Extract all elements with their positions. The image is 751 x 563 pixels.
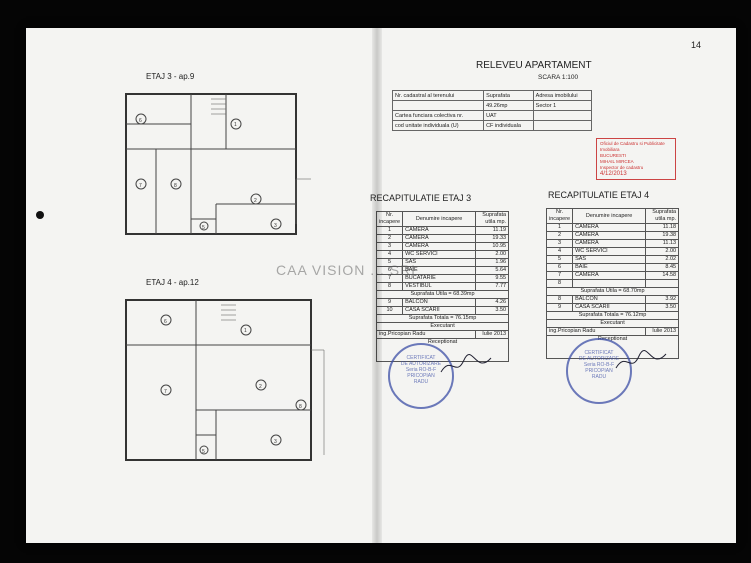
recap3-table: Nr. incapere Denumire incapere Suprafata… xyxy=(375,211,510,362)
red-stamp: Oficiul de Cadastru si Publicitate Imobi… xyxy=(596,138,676,180)
table-row: 8 xyxy=(545,279,680,288)
authorization-stamp-right: CERTIFICAT DE AUTORIZARE Seria RO-B-F PR… xyxy=(566,338,632,404)
recap3-total-util: Suprafata Utila = 68.39mp xyxy=(375,290,510,299)
svg-text:3: 3 xyxy=(274,439,277,445)
cadastral-label: Nr. cadastral al terenului xyxy=(391,90,485,101)
recap3-executant: Executant xyxy=(375,322,510,331)
floor-plan-etaj4: 1 2 3 7 6 5 8 xyxy=(125,299,325,461)
document-title: RELEVEU APARTAMENT xyxy=(476,60,592,71)
uat-label: UAT xyxy=(483,110,534,121)
svg-text:5: 5 xyxy=(202,449,205,455)
recap4-date: Iulie 2013 xyxy=(645,327,680,336)
svg-text:3: 3 xyxy=(274,223,277,229)
svg-text:8: 8 xyxy=(299,404,302,410)
svg-text:1: 1 xyxy=(244,328,247,334)
svg-text:6: 6 xyxy=(164,319,167,325)
svg-text:2: 2 xyxy=(254,198,257,204)
svg-text:7: 7 xyxy=(164,389,167,395)
cod-label: cod unitate individuala (U) xyxy=(391,120,485,131)
recap3-date: Iulie 2013 xyxy=(475,330,510,339)
recap3-title: RECAPITULATIE ETAJ 3 xyxy=(370,193,472,203)
svg-text:2: 2 xyxy=(259,384,262,390)
suprafata-label: Suprafata xyxy=(483,90,534,101)
recap4-executant: Executant xyxy=(545,319,680,328)
carte-label: Cartea funciara colectiva nr. xyxy=(391,110,485,121)
recap3-total: Suprafata Totala = 76.15mp xyxy=(375,314,510,323)
cf-label: CF individuala xyxy=(483,120,534,131)
suprafata-value: 49.26mp xyxy=(483,100,534,111)
page-number: 14 xyxy=(691,40,702,50)
red-stamp-date: 4/12/2013 xyxy=(600,171,627,177)
sector-label: Sector 1 xyxy=(532,100,593,111)
punch-hole xyxy=(36,211,44,219)
svg-text:5: 5 xyxy=(202,225,205,231)
signature-right xyxy=(615,349,667,369)
recap4-table: Nr. incapere Denumire incapere Suprafata… xyxy=(545,208,680,359)
floor-plan-etaj3: 1 2 3 7 8 6 5 xyxy=(125,93,311,235)
authorization-stamp-left: CERTIFICAT DE AUTORIZARE Seria RO-B-F PR… xyxy=(388,343,454,409)
recap4-total-util: Suprafata Utila = 68.70mp xyxy=(545,287,680,296)
recap4-total: Suprafata Totala = 76.12mp xyxy=(545,311,680,320)
info-table: Nr. cadastral al terenului Suprafata Adr… xyxy=(391,90,593,131)
recap4-engineer: ing.Pricopian Radu xyxy=(545,327,647,336)
signature-left xyxy=(440,353,492,373)
svg-text:8: 8 xyxy=(174,183,177,189)
svg-text:7: 7 xyxy=(139,183,142,189)
recap4-title: RECAPITULATIE ETAJ 4 xyxy=(548,190,650,200)
svg-text:1: 1 xyxy=(234,122,237,128)
scale-label: SCARA 1:100 xyxy=(538,74,579,81)
recap3-engineer: ing.Pricopian Radu xyxy=(375,330,477,339)
adresa-label: Adresa imobilului xyxy=(532,90,593,101)
document-sheet: ETAJ 3 - ap.9 1 2 3 xyxy=(26,28,736,543)
plan3-title: ETAJ 3 - ap.9 xyxy=(146,72,195,81)
svg-text:6: 6 xyxy=(139,118,142,124)
plan4-title: ETAJ 4 - ap.12 xyxy=(146,278,199,287)
